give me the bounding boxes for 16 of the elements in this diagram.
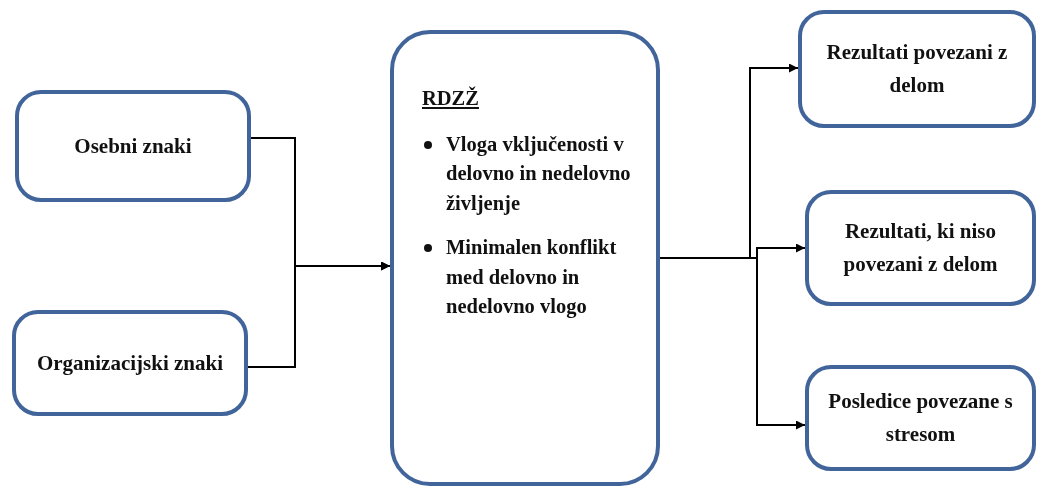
box-label: Osebni znaki bbox=[74, 132, 192, 160]
box-label: Organizacijski znaki bbox=[36, 349, 224, 377]
bullet-item: Minimalen konflikt med delovno in nedelovno vlogo bbox=[422, 232, 642, 323]
box-heading: RDZŽ bbox=[422, 85, 479, 111]
rounded-box bbox=[805, 190, 1036, 306]
rounded-box bbox=[15, 90, 251, 202]
main-box bbox=[390, 30, 660, 486]
rounded-box bbox=[805, 365, 1036, 471]
rounded-box bbox=[12, 310, 248, 416]
arrow bbox=[247, 261, 391, 368]
box-label: Rezultati povezani z delom bbox=[825, 39, 1009, 99]
box-label: Posledice povezane s stresom bbox=[827, 388, 1014, 448]
arrow bbox=[659, 257, 806, 430]
rounded-box bbox=[798, 10, 1036, 128]
bullet-item: Vloga vključenosti v delovno in nedelovno življenje bbox=[422, 129, 642, 219]
box-label: Rezultati, ki niso povezani z delom bbox=[842, 218, 999, 278]
